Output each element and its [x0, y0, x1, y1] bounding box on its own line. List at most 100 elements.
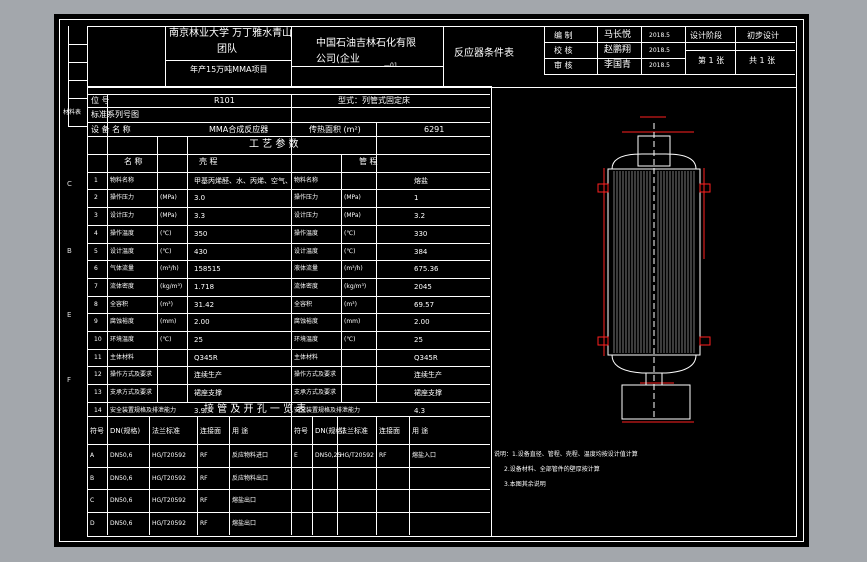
nozzle-cell: C — [90, 497, 95, 505]
param-no: 11 — [94, 353, 102, 361]
param-name: 腐蚀裕度 — [110, 318, 135, 326]
param-name: 操作温度 — [110, 229, 135, 237]
note-line: 2.设备材料、全部管件的壁厚按计算 — [504, 466, 600, 473]
nozzle-cell: HG/T20592 — [152, 452, 186, 459]
param-name: 全容积 — [110, 300, 129, 308]
param-row-line — [87, 313, 490, 315]
param-no: 6 — [94, 265, 98, 273]
skirt-support — [621, 384, 691, 420]
zone-mark: C — [67, 180, 72, 188]
nozzle-header: 连接面 — [379, 427, 400, 435]
param-row-line — [87, 224, 490, 226]
param-tube-value: 25 — [414, 336, 423, 344]
nozzle-header: 法兰标准 — [152, 427, 180, 435]
role-date: 2018.5 — [649, 47, 670, 54]
param-unit-2: (mm) — [344, 318, 361, 326]
param-unit-2: (MPa) — [344, 212, 361, 220]
param-unit: (MPa) — [160, 194, 177, 202]
nozzle-cell: HG/T20592 — [152, 520, 186, 528]
nozzle-header: 符号 — [294, 427, 308, 435]
param-name-2: 腐蚀裕度 — [294, 318, 319, 326]
param-shell-value: 甲基丙烯醛、水、丙烯、空气、 — [194, 176, 292, 185]
nozzle-header: 符号 — [90, 427, 104, 435]
tb-row — [544, 74, 795, 75]
param-tube-value: 熔盐 — [414, 176, 428, 185]
position-value: R101 — [214, 96, 235, 105]
nozzle-row-line — [87, 489, 490, 491]
drawing-sheet: C B E F 材料表 南京林业大学 万丁雅水青山 团队 年产15万吨MMA项目… — [54, 14, 809, 547]
param-name-2: 操作压力 — [294, 194, 319, 202]
param-shell-value: 350 — [194, 229, 208, 238]
param-name: 环境温度 — [110, 336, 135, 343]
param-no: 1 — [94, 176, 98, 184]
param-row-line — [87, 242, 490, 244]
tb-row — [544, 58, 685, 59]
nozzle-header: 用 途 — [412, 427, 429, 435]
param-tube-value: 裙座支撑 — [414, 389, 442, 398]
param-shell-value: 3.3 — [194, 212, 206, 221]
param-name-2: 液体流量 — [294, 265, 319, 273]
nozzle-cell: B — [90, 474, 95, 482]
nozzle-cell: 反应物料出口 — [232, 474, 269, 482]
nozzle-cell: RF — [200, 474, 208, 482]
param-name-2: 全容积 — [294, 300, 313, 308]
company-name-line2: 公司(企业 — [316, 54, 360, 65]
info-row — [87, 122, 490, 123]
param-name: 安全装置规格及排泄能力 — [110, 406, 177, 414]
param-unit-2: (℃) — [344, 336, 356, 343]
param-name-2: 物料名称 — [294, 176, 319, 184]
nozzle-row-line — [87, 512, 490, 514]
nozzle-col-line — [229, 416, 230, 535]
nozzle-header: DN(规格) — [315, 427, 346, 435]
note-line: 3.本图其余说明 — [504, 481, 546, 488]
info-div — [291, 94, 292, 535]
tb-row — [685, 50, 795, 51]
reactor-vessel — [607, 123, 701, 420]
role-name: 赵鹏翔 — [604, 45, 632, 55]
param-row-line — [87, 207, 490, 209]
param-unit: (℃) — [160, 336, 172, 343]
nozzle-cell: RF — [379, 452, 387, 459]
param-row-line — [87, 171, 490, 173]
info-row — [87, 416, 490, 417]
param-name-2: 支承方式及要求 — [294, 389, 337, 397]
sidebar-divider — [68, 26, 69, 126]
param-unit: (℃) — [160, 229, 172, 237]
param-shell-value: 1.718 — [194, 282, 215, 291]
param-name: 气体流量 — [110, 265, 135, 273]
param-unit: (m³) — [160, 300, 173, 308]
nozzle-cell: A — [90, 452, 95, 459]
role-label: 审 核 — [554, 61, 573, 70]
nozzle-cell: 反应物料进口 — [232, 452, 269, 459]
param-name: 设计温度 — [110, 247, 135, 255]
tube-bundle — [613, 171, 695, 353]
nozzle-cell: DN50,6 — [110, 520, 133, 528]
param-shell-value: 连续生产 — [194, 371, 222, 380]
tb-div — [165, 26, 166, 86]
nozzles-title: 接 管 及 开 孔 一 览 表 — [204, 404, 307, 415]
drawing-name: 反应器条件表 — [454, 48, 514, 59]
school-name: 南京林业大学 万丁雅水青山 — [169, 28, 293, 39]
role-name: 李国青 — [604, 60, 632, 70]
param-tube-value: Q345R — [414, 353, 438, 362]
nozzle-cell: RF — [200, 520, 208, 528]
nozzle-col-line — [197, 416, 198, 535]
nozzle-cell: DN50,6 — [110, 452, 133, 459]
page-label: 第 1 张 — [698, 56, 725, 65]
param-tube-value: 330 — [414, 229, 428, 238]
param-tube-value: 384 — [414, 247, 428, 256]
param-name: 支承方式及要求 — [110, 389, 153, 397]
param-no: 4 — [94, 229, 98, 237]
nozzle-header: DN(规格) — [110, 427, 141, 435]
sidebar-label: 材料表 — [63, 109, 82, 116]
tb-div — [641, 26, 642, 74]
nozzle-cell: HG/T20592 — [340, 452, 374, 459]
param-name: 主体材料 — [110, 353, 135, 361]
process-params-title: 工 艺 参 数 — [249, 139, 299, 150]
nozzle-header: 用 途 — [232, 427, 249, 435]
tube-header: 管 程 — [359, 157, 378, 166]
param-tube-value: 2.00 — [414, 318, 430, 327]
param-unit-2: (m³/h) — [344, 265, 363, 273]
nozzle-col-line — [409, 416, 410, 535]
main-table — [87, 86, 492, 537]
